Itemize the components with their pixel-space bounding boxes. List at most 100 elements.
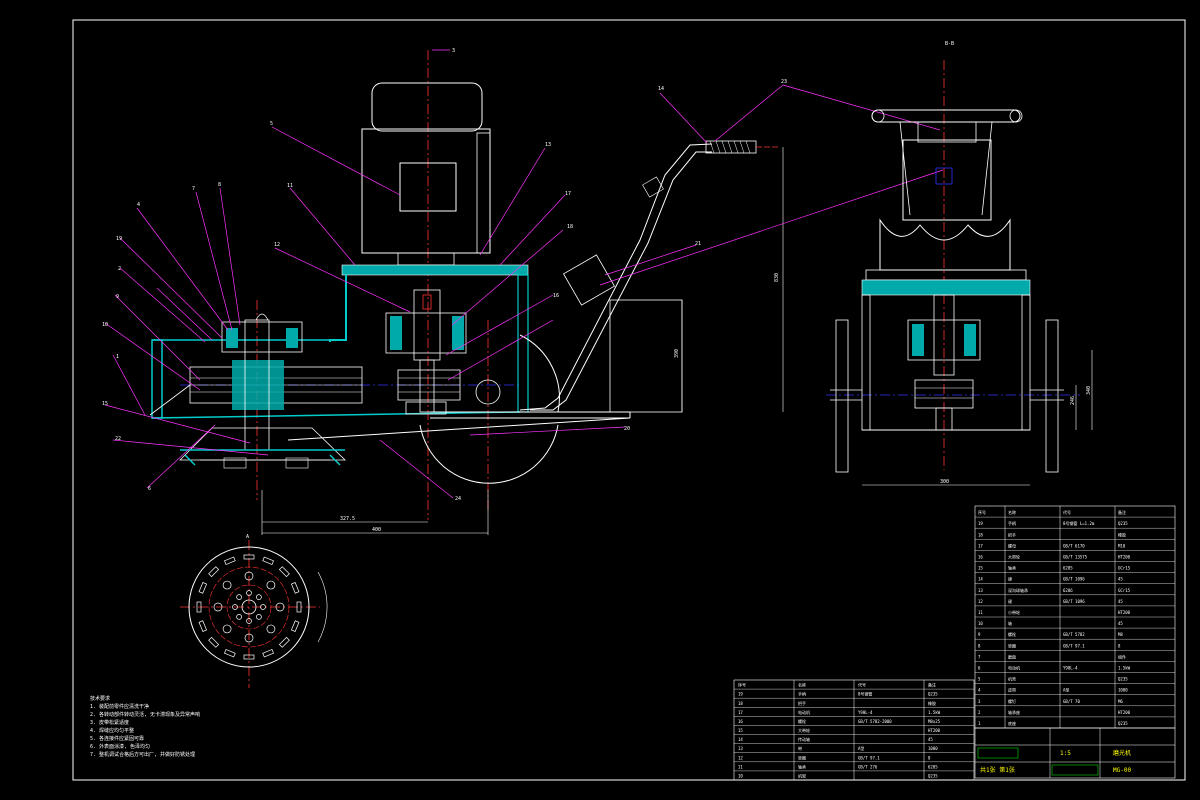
- table-cell: 传动轴: [798, 736, 810, 742]
- callout-number: 13: [545, 142, 551, 148]
- table-cell: GB/T 1096: [1063, 599, 1085, 604]
- title-block-name: 磨光机: [1113, 749, 1131, 757]
- table-cell: 6206: [1063, 588, 1073, 593]
- table-cell: Q235: [1118, 677, 1128, 682]
- callout-number: 2: [118, 266, 121, 272]
- main-elevation-view: [104, 49, 944, 535]
- note-line: 1. 装配前零件应清洗干净: [90, 703, 149, 710]
- table-cell: 1000: [1118, 688, 1128, 693]
- callout-number: 10: [102, 322, 108, 328]
- table-header-cell: 名称: [798, 682, 806, 688]
- table-cell: 11: [738, 764, 743, 769]
- callout-number: 6: [148, 486, 151, 492]
- disk-hole: [222, 624, 232, 634]
- callout-number: 22: [115, 436, 121, 442]
- table-cell: 12: [978, 599, 983, 604]
- view-label-b: B-B: [945, 41, 954, 47]
- table-cell: GB/T 5782-2000: [858, 719, 892, 724]
- disk-hole: [266, 580, 276, 590]
- table-cell: 1.5kW: [1118, 666, 1131, 671]
- table-header-cell: 名称: [1008, 509, 1016, 515]
- disk-slot: [278, 566, 290, 578]
- table-cell: 橡胶: [928, 700, 936, 706]
- callout-number: 18: [567, 224, 573, 230]
- table-cell: 10: [738, 774, 743, 779]
- note-line: 3. 皮带松紧适度: [90, 719, 129, 726]
- table-cell: 8: [928, 755, 931, 760]
- table-cell: 45: [928, 737, 933, 742]
- callout-number: 21: [695, 241, 701, 247]
- table-cell: A型: [1063, 687, 1069, 693]
- table-header-cell: 备注: [928, 682, 936, 688]
- callout-number: 1: [116, 354, 119, 360]
- table-cell: 11: [978, 610, 983, 615]
- table-cell: GB/T 97.1: [858, 755, 880, 760]
- callout-number: 12: [274, 242, 280, 248]
- callout-number: 15: [102, 401, 108, 407]
- table-cell: 45: [1118, 621, 1123, 626]
- title-block-sheet: 共1张 第1张: [980, 766, 1015, 774]
- note-line: 4. 焊缝应均匀平整: [90, 727, 134, 734]
- table-cell: 2: [978, 710, 981, 715]
- table-cell: 3: [978, 699, 981, 704]
- table-cell: 16: [978, 555, 983, 560]
- table-cell: 8号钢管 L=1.2m: [1063, 520, 1095, 526]
- callout-number: 14: [658, 86, 664, 92]
- callout-number: 16: [553, 293, 559, 299]
- disk-hole: [236, 614, 242, 620]
- table-cell: Y90L-4: [858, 710, 873, 715]
- disk-slot: [278, 636, 290, 648]
- disk-slot: [243, 654, 255, 660]
- table-cell: Q235: [928, 692, 938, 697]
- disk-slot: [243, 554, 255, 560]
- table-cell: 8: [1118, 643, 1121, 648]
- table-cell: 1000: [928, 746, 938, 751]
- table-cell: M8x25: [928, 719, 941, 724]
- disk-hole: [222, 580, 232, 590]
- callout-number: 23: [781, 79, 787, 85]
- side-view-b: [826, 60, 1093, 486]
- table-cell: 1.5kW: [928, 710, 941, 715]
- table-cell: 垫圈: [798, 754, 806, 760]
- callout-number: 11: [287, 183, 293, 189]
- table-cell: 带: [798, 746, 802, 751]
- disk-slot: [196, 601, 202, 613]
- dim-246: 246: [1070, 396, 1076, 405]
- disk-slot: [208, 566, 220, 578]
- table-cell: Q235: [1118, 521, 1128, 526]
- table-cell: M10: [1118, 543, 1126, 548]
- table-cell: 皮带: [1008, 687, 1016, 693]
- table-cell: 轴承: [798, 763, 806, 769]
- table-cell: 12: [738, 755, 743, 760]
- disk-hole: [213, 602, 223, 612]
- callout-number: 5: [270, 121, 273, 127]
- disk-slot: [198, 620, 208, 632]
- table-cell: A型: [858, 745, 864, 751]
- table-cell: 10: [978, 621, 983, 626]
- title-block: 磨光机 MG-00 1:5 共1张 第1张: [974, 727, 1176, 779]
- table-cell: 轴承座: [1008, 709, 1020, 715]
- table-cell: GB/T 1096: [1063, 577, 1085, 582]
- table-cell: 底座: [1008, 720, 1016, 726]
- table-cell: 橡胶: [1118, 531, 1126, 537]
- table-cell: 螺栓: [798, 718, 806, 724]
- disk-slot: [296, 601, 302, 613]
- callout-number: 20: [624, 426, 630, 432]
- dim-830: 830: [774, 273, 780, 282]
- dim-327: 327.5: [340, 516, 355, 522]
- table-cell: 8: [978, 643, 981, 648]
- disk-hole: [246, 590, 252, 596]
- note-line: 6. 外表面涂漆, 色泽均匀: [90, 743, 150, 750]
- table-cell: 6: [978, 666, 981, 671]
- section-a-disk: [180, 540, 328, 688]
- disk-slot: [224, 648, 236, 658]
- table-cell: 14: [978, 577, 983, 582]
- disk-hole: [236, 594, 242, 600]
- table-header-cell: 序号: [978, 509, 986, 515]
- table-cell: 键: [1008, 576, 1012, 582]
- table-cell: 4: [978, 688, 981, 693]
- table-cell: 19: [738, 692, 743, 697]
